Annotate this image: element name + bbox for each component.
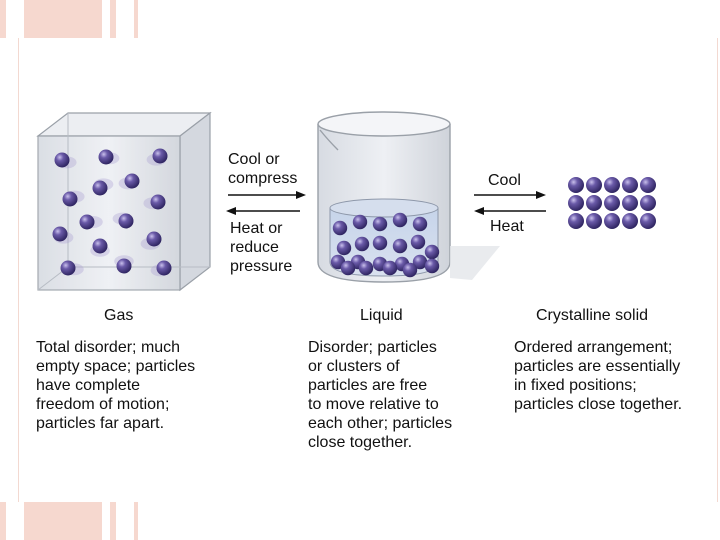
label-cool-or-compress: Cool or compress [228,150,297,188]
gas-particle [55,153,70,168]
label-cool: Cool [488,171,521,190]
liquid-heading: Liquid [360,306,403,325]
liquid-particle [413,217,427,231]
gas-particle [61,261,76,276]
solid-particle [622,195,638,211]
solid-particle [586,195,602,211]
gas-particle [99,150,114,165]
liquid-particle [425,245,439,259]
arrow-heat-reduce-pressure [226,207,300,215]
solid-description: Ordered arrangement; particles are essen… [514,338,682,414]
liquid-particle [355,237,369,251]
liquid-particle [333,221,347,235]
solid-particle [586,177,602,193]
liquid-particle [403,263,417,277]
gas-particle [151,195,166,210]
gas-particle [53,227,68,242]
solid-particle [622,177,638,193]
liquid-particle [353,215,367,229]
gas-particle [117,259,132,274]
label-heat: Heat [490,217,524,236]
arrow-cool [474,191,546,199]
gas-particle [147,232,162,247]
liquid-particle [411,235,425,249]
gas-particle [157,261,172,276]
label-heat-or-reduce-pressure: Heat or reduce pressure [230,219,292,276]
solid-particle [604,177,620,193]
liquid-beaker [318,112,500,282]
liquid-particle [425,259,439,273]
solid-particles [568,177,656,229]
solid-particle [604,195,620,211]
liquid-particle [341,261,355,275]
solid-particle [622,213,638,229]
solid-heading: Crystalline solid [536,306,648,325]
solid-particle [640,195,656,211]
solid-particle [568,195,584,211]
gas-description: Total disorder; much empty space; partic… [36,338,195,433]
gas-particle [93,239,108,254]
solid-particle [568,177,584,193]
gas-particle [125,174,140,189]
solid-particle [568,213,584,229]
arrow-heat [474,207,546,215]
gas-particle [93,181,108,196]
liquid-particle [393,213,407,227]
liquid-particle [373,236,387,250]
solid-particle [640,177,656,193]
solid-particle [640,213,656,229]
gas-particle [119,214,134,229]
gas-particle [63,192,78,207]
liquid-particle [373,217,387,231]
gas-particle [153,149,168,164]
liquid-particle [383,261,397,275]
liquid-particle [393,239,407,253]
arrow-cool-compress [228,191,306,199]
solid-particle [604,213,620,229]
gas-particle [80,215,95,230]
liquid-particle [337,241,351,255]
liquid-particle [359,261,373,275]
solid-particle [586,213,602,229]
liquid-description: Disorder; particles or clusters of parti… [308,338,452,452]
gas-heading: Gas [104,306,133,325]
